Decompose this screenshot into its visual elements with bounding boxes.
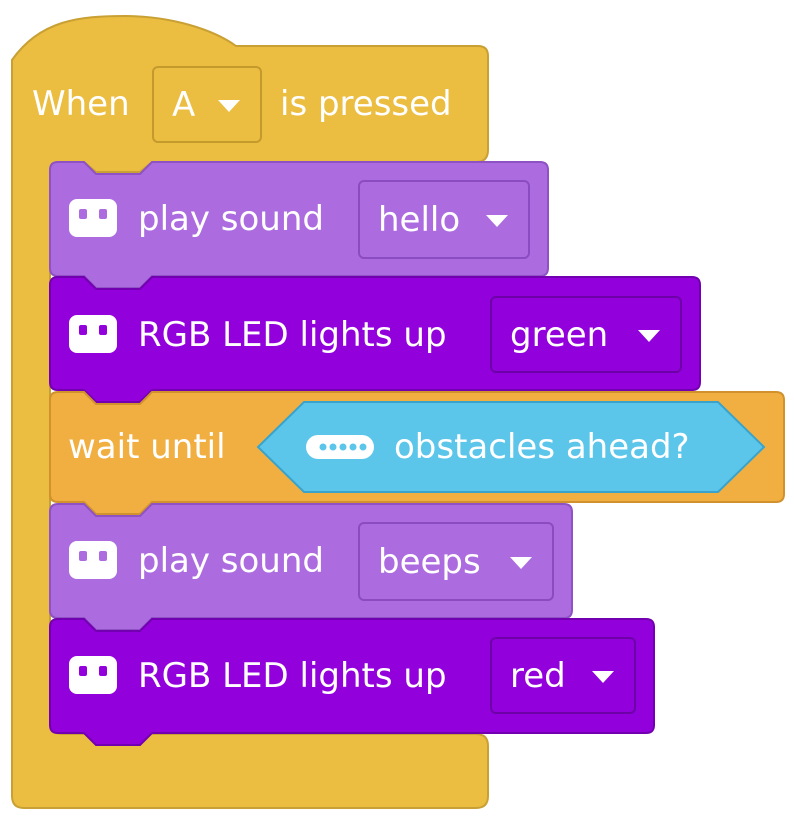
- play-sound-label: play sound: [138, 541, 324, 581]
- play-sound-label: play sound: [138, 199, 324, 239]
- robot-icon: [69, 199, 117, 237]
- key-dropdown-value: A: [172, 84, 196, 125]
- rgb-led-block-green[interactable]: [49, 276, 701, 403]
- chevron-down-icon: [486, 214, 508, 227]
- key-dropdown[interactable]: A: [152, 66, 262, 143]
- color-dropdown[interactable]: red: [490, 637, 636, 714]
- chevron-down-icon: [218, 99, 240, 112]
- color-dropdown-value: red: [510, 655, 566, 696]
- sound-dropdown-value: hello: [378, 199, 461, 240]
- obstacles-ahead-condition[interactable]: [256, 401, 766, 493]
- chevron-down-icon: [510, 556, 532, 569]
- color-dropdown-value: green: [510, 314, 609, 355]
- rgb-led-label: RGB LED lights up: [138, 656, 447, 696]
- sound-dropdown-value: beeps: [378, 541, 481, 582]
- sound-dropdown[interactable]: hello: [358, 180, 530, 259]
- when-label: When: [32, 84, 130, 124]
- color-dropdown[interactable]: green: [490, 296, 682, 373]
- robot-icon: [69, 315, 117, 353]
- obstacles-ahead-label: obstacles ahead?: [394, 427, 690, 467]
- robot-icon: [69, 656, 117, 694]
- chevron-down-icon: [592, 670, 614, 683]
- ultrasonic-sensor-icon: [306, 435, 374, 459]
- is-pressed-label: is pressed: [280, 84, 452, 124]
- sound-dropdown[interactable]: beeps: [358, 522, 554, 601]
- robot-icon: [69, 541, 117, 579]
- wait-until-label: wait until: [68, 427, 226, 467]
- chevron-down-icon: [638, 329, 660, 342]
- rgb-led-label: RGB LED lights up: [138, 315, 447, 355]
